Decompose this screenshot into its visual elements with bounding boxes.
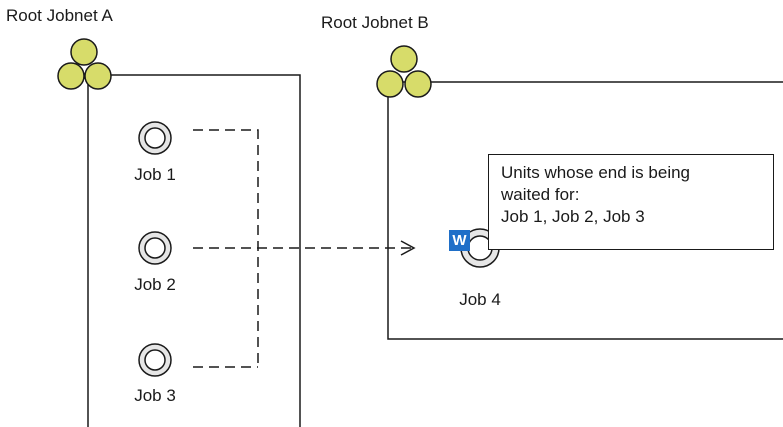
note-line-2: waited for:: [501, 185, 580, 204]
job-1-icon: [138, 121, 172, 155]
jobnet-b-label: Root Jobnet B: [321, 13, 429, 32]
jobnet-b-icon: [376, 45, 432, 98]
wait-badge-icon: W: [449, 230, 470, 251]
connector-job1: [193, 129, 259, 367]
job-2-label: Job 2: [134, 275, 176, 294]
jobnet-b-frame: [387, 81, 783, 340]
note-line-1: Units whose end is being: [501, 163, 691, 182]
jobnet-a-icon: [57, 38, 112, 90]
wait-note-box: Units whose end is being waited for: Job…: [488, 154, 774, 250]
jobnet-a-label: Root Jobnet A: [6, 6, 113, 25]
note-line-3: Job 1, Job 2, Job 3: [501, 207, 645, 226]
job-4-label: Job 4: [459, 290, 501, 309]
arrow-head: [400, 240, 416, 256]
job-2-icon: [138, 231, 172, 265]
wait-connectors: [193, 129, 412, 368]
jobnet-a-frame: [87, 74, 301, 427]
job-1-label: Job 1: [134, 165, 176, 184]
job-3-label: Job 3: [134, 386, 176, 405]
job-3-icon: [138, 343, 172, 377]
